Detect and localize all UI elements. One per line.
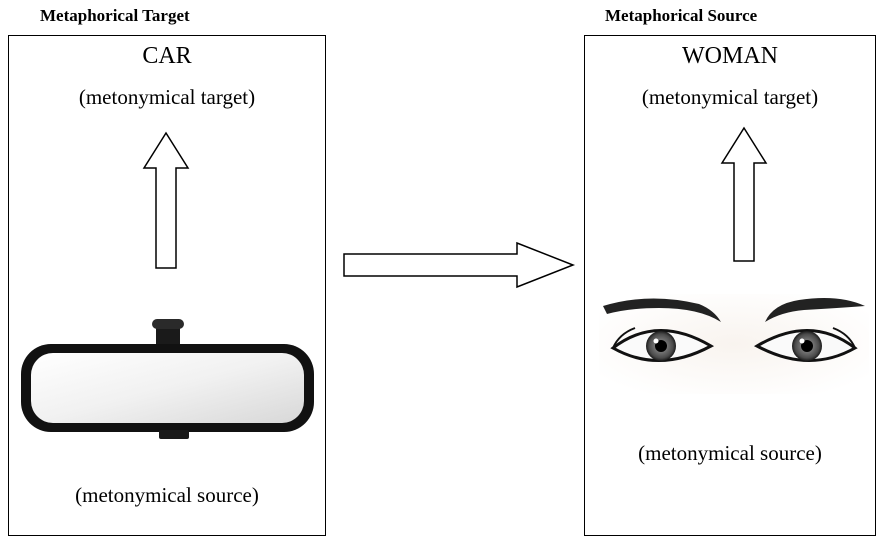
right-up-arrow-icon: [720, 126, 768, 262]
right-target-label: (metonymical target): [641, 85, 819, 109]
left-target-label: (metonymical target): [78, 85, 256, 109]
eyes-icon: [599, 294, 869, 394]
right-arrow-icon: [343, 241, 576, 289]
left-up-arrow-icon: [142, 131, 190, 269]
right-source-label: (metonymical source): [638, 441, 822, 465]
left-heading: CAR: [142, 43, 192, 69]
right-heading: WOMAN: [682, 43, 778, 69]
left-panel: CAR (metonymical target) (metonymical so…: [8, 35, 326, 536]
rearview-mirror-icon: [21, 319, 314, 439]
right-column-title: Metaphorical Source: [605, 6, 758, 25]
right-panel: WOMAN (metonymical target): [584, 35, 876, 536]
left-source-label: (metonymical source): [75, 483, 259, 507]
left-column-title: Metaphorical Target: [40, 6, 190, 25]
